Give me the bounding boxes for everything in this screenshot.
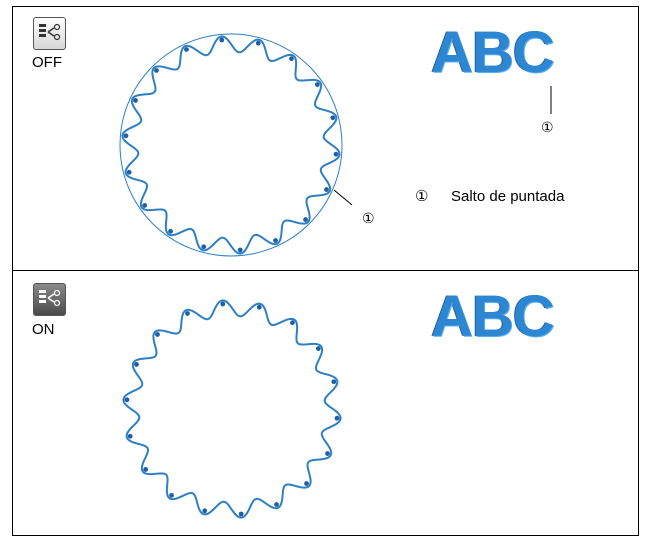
stitch-dot [289,56,294,62]
stitch-dot [143,467,149,472]
stitch-dot [220,301,226,307]
stitch-dot [303,217,308,222]
legend-row: ① Salto de puntada [415,187,564,205]
stitch-dot [324,187,329,192]
stitch-dot [201,244,207,250]
stitch-dot [184,47,189,52]
trim-state-label: OFF [32,54,62,71]
stitch-dot [127,433,133,439]
legend-marker: ① [415,188,429,205]
stitch-dot [142,203,148,208]
stitch-dot [185,311,190,316]
stitch-dot [256,304,262,310]
jump-stitch-trim-on-panel: ON ABC [12,270,639,536]
legend-text: Salto de puntada [451,188,565,205]
jump-stitch-circle [119,33,343,257]
stitch-dot [126,169,132,175]
stitch-dot [155,332,160,337]
stitch-dot [238,511,244,517]
stitch-dot [314,82,320,87]
trimmed-stitch-circle [122,299,342,519]
jump-stitch-trim-off-panel: OFF ABC ① ① ① Salto de puntada [12,6,639,271]
abc-sample-jump: ABC [431,20,555,85]
wavy-stitch-line [121,35,341,255]
thread-trim-off-icon [33,17,66,50]
stitch-dot [133,98,138,103]
trim-state-label: ON [32,321,55,338]
stitch-dot [255,40,261,46]
stitch-dot [330,115,336,121]
stitch-dot [154,68,159,73]
stitch-dot [290,320,295,326]
stitch-dot [325,451,330,456]
callout-marker-circle: ① [362,210,375,226]
thread-trim-on-icon [33,283,66,316]
stitch-dot [202,508,208,514]
stitch-dot [331,379,337,385]
stitch-dot [134,362,139,367]
abc-sample-trimmed: ABC [431,284,555,349]
stitch-dot [334,415,340,421]
stitch-dot [219,37,225,43]
jump-thread-ring [119,33,343,257]
stitch-dot [333,151,339,157]
stitch-dot [124,397,130,403]
stitch-dot [273,238,278,243]
wavy-stitch-line [122,299,342,519]
stitch-dot [237,247,243,253]
callout-marker-abc: ① [541,119,554,135]
stitch-dot [315,346,321,351]
stitch-dot [169,492,174,498]
stitch-dot [123,133,129,139]
stitch-dot [274,502,279,507]
stitch-dot [168,228,173,234]
stitch-dot [304,481,309,486]
callout-lines [333,86,552,206]
